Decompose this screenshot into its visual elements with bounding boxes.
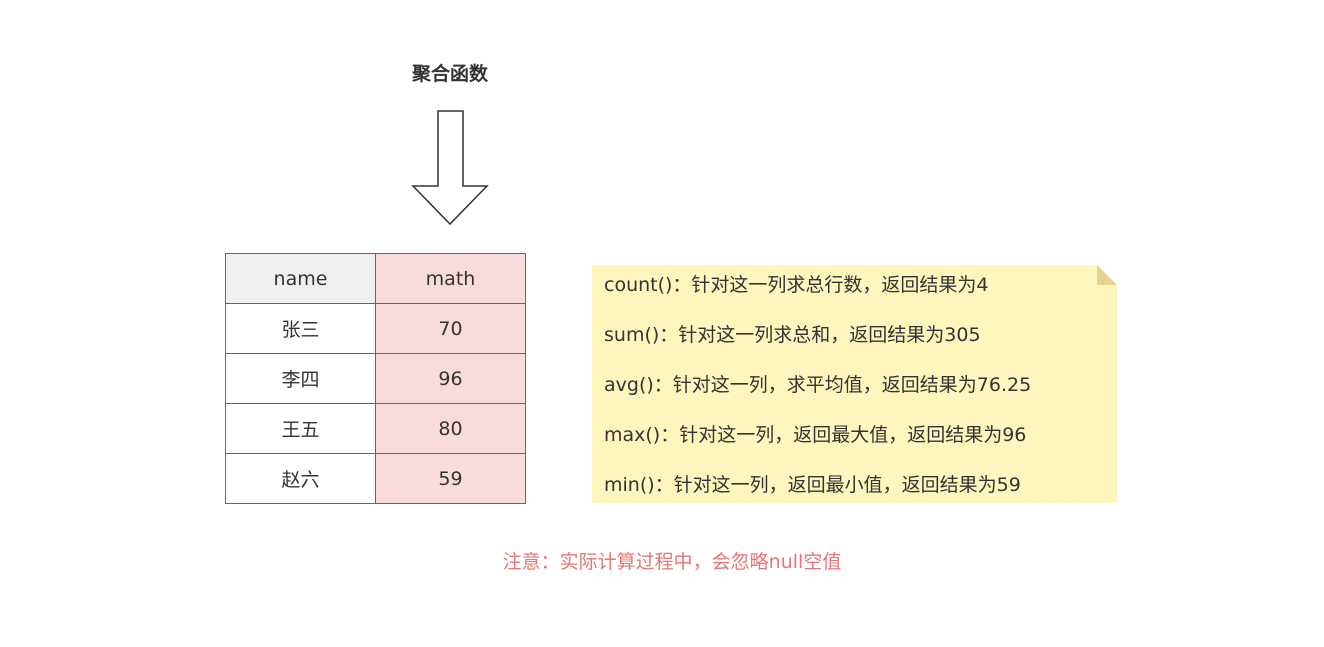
cell-name: 张三	[225, 303, 376, 354]
note-line-avg: avg()：针对这一列，求平均值，返回结果为76.25	[604, 374, 1032, 396]
diagram-title: 聚合函数	[411, 63, 488, 85]
down-arrow-icon	[411, 110, 489, 226]
sticky-note: count()：针对这一列求总行数，返回结果为4 sum()：针对这一列求总和，…	[592, 265, 1117, 503]
note-fold-corner	[1097, 265, 1117, 285]
table-row: 张三 70	[225, 303, 526, 354]
cell-name: 李四	[225, 353, 376, 404]
note-line-min: min()：针对这一列，返回最小值，返回结果为59	[604, 474, 1021, 496]
table-row: 李四 96	[225, 353, 526, 404]
table-header-row: name math	[225, 253, 526, 304]
cell-math: 59	[375, 453, 526, 504]
table-row: 赵六 59	[225, 453, 526, 504]
header-math: math	[375, 253, 526, 304]
cell-math: 80	[375, 403, 526, 454]
note-line-count: count()：针对这一列求总行数，返回结果为4	[604, 274, 989, 296]
note-line-sum: sum()：针对这一列求总和，返回结果为305	[604, 324, 981, 346]
cell-name: 赵六	[225, 453, 376, 504]
header-name: name	[225, 253, 376, 304]
table-row: 王五 80	[225, 403, 526, 454]
cell-math: 96	[375, 353, 526, 404]
cell-name: 王五	[225, 403, 376, 454]
score-table: name math 张三 70 李四 96 王五 80 赵六 59	[225, 253, 526, 504]
note-line-max: max()：针对这一列，返回最大值，返回结果为96	[604, 424, 1027, 446]
footnote: 注意：实际计算过程中，会忽略null空值	[502, 551, 842, 573]
cell-math: 70	[375, 303, 526, 354]
